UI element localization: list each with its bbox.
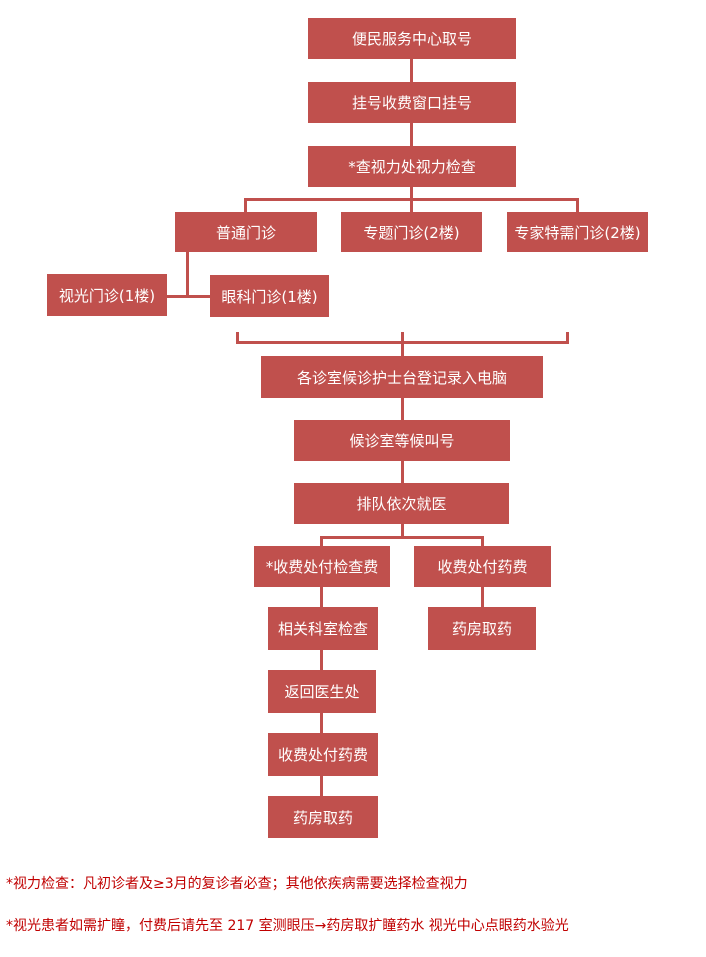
clinic-optometry: 视光门诊(1楼) xyxy=(47,274,167,316)
connector xyxy=(481,536,484,546)
clinic-general: 普通门诊 xyxy=(175,212,317,252)
step-registration: 挂号收费窗口挂号 xyxy=(308,82,516,123)
connector xyxy=(481,587,484,607)
return-doctor: 返回医生处 xyxy=(268,670,376,713)
connector xyxy=(401,332,404,356)
connector xyxy=(244,198,247,212)
connector xyxy=(320,587,323,607)
note-dilation: *视光患者如需扩瞳，付费后请先至 217 室测眼压→药房取扩瞳药水 视光中心点眼… xyxy=(6,918,569,934)
step-wait-call: 候诊室等候叫号 xyxy=(294,420,510,461)
connector xyxy=(401,398,404,420)
connector xyxy=(410,198,413,212)
dept-exam: 相关科室检查 xyxy=(268,607,378,650)
connector xyxy=(320,713,323,733)
connector xyxy=(576,198,579,212)
step-vision-check: *查视力处视力检查 xyxy=(308,146,516,187)
pharmacy-left: 药房取药 xyxy=(268,796,378,838)
connector xyxy=(186,252,189,298)
step-get-number: 便民服务中心取号 xyxy=(308,18,516,59)
pay-medicine-fee: 收费处付药费 xyxy=(414,546,551,587)
connector xyxy=(401,461,404,483)
clinic-ophthalmology: 眼科门诊(1楼) xyxy=(210,275,329,317)
step-nurse-register: 各诊室候诊护士台登记录入电脑 xyxy=(261,356,543,398)
connector xyxy=(566,332,569,344)
connector xyxy=(410,187,413,200)
step-queue: 排队依次就医 xyxy=(294,483,509,524)
connector xyxy=(320,650,323,670)
connector xyxy=(320,536,323,546)
connector xyxy=(320,776,323,796)
clinic-expert: 专家特需门诊(2楼) xyxy=(507,212,648,252)
pharmacy-right: 药房取药 xyxy=(428,607,536,650)
connector xyxy=(401,524,404,538)
branch-bar xyxy=(320,536,484,539)
connector xyxy=(167,295,210,298)
connector xyxy=(410,123,413,148)
pay-exam-fee: *收费处付检查费 xyxy=(254,546,390,587)
pay-medicine-fee-2: 收费处付药费 xyxy=(268,733,378,776)
connector xyxy=(410,59,413,84)
note-vision-check: *视力检查：凡初诊者及≥3月的复诊者必查；其他依疾病需要选择检查视力 xyxy=(6,876,468,892)
connector xyxy=(236,332,239,344)
clinic-special: 专题门诊(2楼) xyxy=(341,212,482,252)
